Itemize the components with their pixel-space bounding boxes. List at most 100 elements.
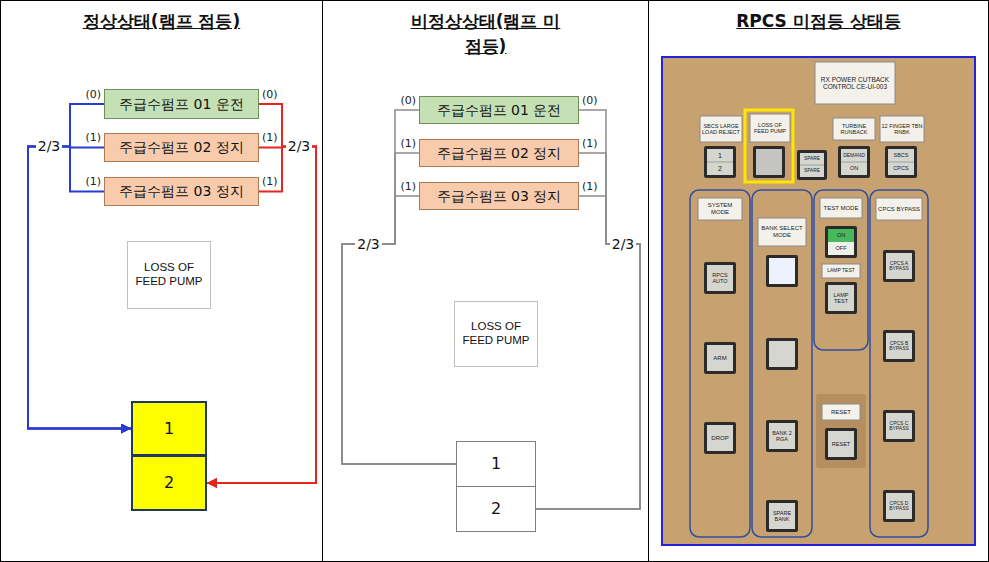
button-face xyxy=(841,149,867,175)
divider xyxy=(841,162,867,163)
button-text: LAMP TEST xyxy=(828,285,854,311)
button-face xyxy=(769,503,795,529)
box-text: 2 xyxy=(491,499,501,518)
button-frame xyxy=(825,282,857,314)
button-face xyxy=(707,425,733,451)
signal-state: (1) xyxy=(262,176,278,188)
button-face xyxy=(828,431,854,457)
box-text: LOSS OF FEED PUMP xyxy=(460,320,532,348)
lamp-cell: 1 xyxy=(131,401,207,456)
button-frames xyxy=(704,146,917,532)
box-text: 주급수펌프 02 정지 xyxy=(437,145,562,162)
button-text: RPCS AUTO xyxy=(707,265,733,291)
button-face xyxy=(886,253,912,279)
logic-connector xyxy=(536,110,640,509)
group-plate xyxy=(822,264,860,278)
group-title: CPCS BYPASS xyxy=(876,198,922,220)
button-frame xyxy=(753,146,785,178)
signal-state: (1) xyxy=(582,181,598,193)
signal-state: (0) xyxy=(262,89,278,101)
table-cell: 주급수펌프 01 운전주급수펌프 02 정지주급수펌프 03 정지LOSS OF… xyxy=(322,0,649,562)
vote-logic: 2/3 xyxy=(610,236,637,253)
button-face xyxy=(828,242,854,255)
pump-status-box: 주급수펌프 01 운전 xyxy=(104,89,259,119)
reset-area xyxy=(816,394,866,468)
group-outline xyxy=(752,190,812,537)
group-outline xyxy=(870,190,928,537)
button-frame xyxy=(766,500,798,532)
box-text: 주급수펌프 02 정지 xyxy=(119,139,244,156)
lamp-cell: 2 xyxy=(131,455,207,511)
signal-state: (1) xyxy=(400,138,416,150)
button-text: CPCS C BYPASS xyxy=(886,413,912,439)
lamp-cell: 1 xyxy=(456,441,536,487)
signal-state: (1) xyxy=(582,138,598,150)
group-title: RESET xyxy=(822,404,860,420)
pump-status-box: 주급수펌프 01 운전 xyxy=(419,96,579,124)
button-text: ARM xyxy=(707,345,733,371)
lamp-cell: 2 xyxy=(456,486,536,532)
group-plate xyxy=(822,404,860,420)
group-plates xyxy=(698,198,922,420)
box-text: 주급수펌프 03 정지 xyxy=(119,183,244,200)
column-heading: 비정상상태(램프 미점등) xyxy=(406,9,566,58)
lit-green-face xyxy=(828,229,854,242)
button-text: CPCS xyxy=(888,162,914,175)
group-outline xyxy=(814,190,868,350)
button-frame xyxy=(766,338,798,370)
unlit-lamp-face xyxy=(756,149,782,175)
button-face xyxy=(886,493,912,519)
signal-state: (0) xyxy=(85,89,101,101)
table-cell: 주급수펌프 01 운전주급수펌프 02 정지주급수펌프 03 정지 LOSS OF… xyxy=(0,0,323,562)
group-title: TEST MODE xyxy=(820,198,862,218)
button-frame xyxy=(704,422,736,454)
button-dividers xyxy=(707,162,914,165)
group-outlines xyxy=(690,190,928,537)
highlight-box xyxy=(745,110,793,182)
button-frame xyxy=(797,150,827,180)
button-frame xyxy=(825,428,857,460)
button-text: CPCS A BYPASS xyxy=(886,253,912,279)
divider xyxy=(888,162,914,163)
button-frame xyxy=(883,250,915,282)
box-text: LOSS OF FEED PUMP xyxy=(133,261,205,289)
title-plate xyxy=(815,62,895,104)
button-face xyxy=(769,423,795,449)
button-text: SPARE xyxy=(800,165,824,177)
button-frame xyxy=(825,226,857,258)
group-plate xyxy=(820,198,862,218)
vote-logic: 2/3 xyxy=(355,236,382,253)
panel-board xyxy=(662,57,975,545)
button-face xyxy=(888,149,914,175)
button-text: DROP xyxy=(707,425,733,451)
signal-state: (1) xyxy=(262,132,278,144)
button-text: 1 xyxy=(707,149,733,162)
pump-status-box: 주급수펌프 03 정지 xyxy=(104,177,259,206)
button-face xyxy=(707,265,733,291)
button-face xyxy=(769,341,795,367)
signal-name-box: LOSS OF FEED PUMP xyxy=(454,301,538,367)
box-text: 주급수펌프 01 운전 xyxy=(119,96,244,113)
button-frame xyxy=(838,146,870,178)
button-frame xyxy=(766,420,798,452)
button-frame xyxy=(883,410,915,442)
button-face xyxy=(886,333,912,359)
signal-state: (1) xyxy=(85,132,101,144)
annunciator-text: TURBINE RUNBACK xyxy=(833,118,875,140)
annunciator-text: SBCS LARGE LOAD REJECT xyxy=(700,116,742,142)
button-text: SPARE BANK xyxy=(769,503,795,529)
annunciator-text: 12 FINGER TBN RNBK xyxy=(880,116,924,142)
signal-state: (1) xyxy=(85,176,101,188)
box-text: 2 xyxy=(164,473,174,492)
button-text: ON xyxy=(828,229,854,242)
group-plate xyxy=(876,198,922,220)
button-frame xyxy=(885,146,917,178)
annunciator-plate xyxy=(880,116,924,142)
button-frame xyxy=(704,262,736,294)
signal-state: (1) xyxy=(400,181,416,193)
logic-connector xyxy=(342,196,456,464)
group-title: BANK SELECT MODE xyxy=(758,218,806,246)
button-frame xyxy=(883,330,915,362)
button-text: BANK 2 RGA xyxy=(769,423,795,449)
